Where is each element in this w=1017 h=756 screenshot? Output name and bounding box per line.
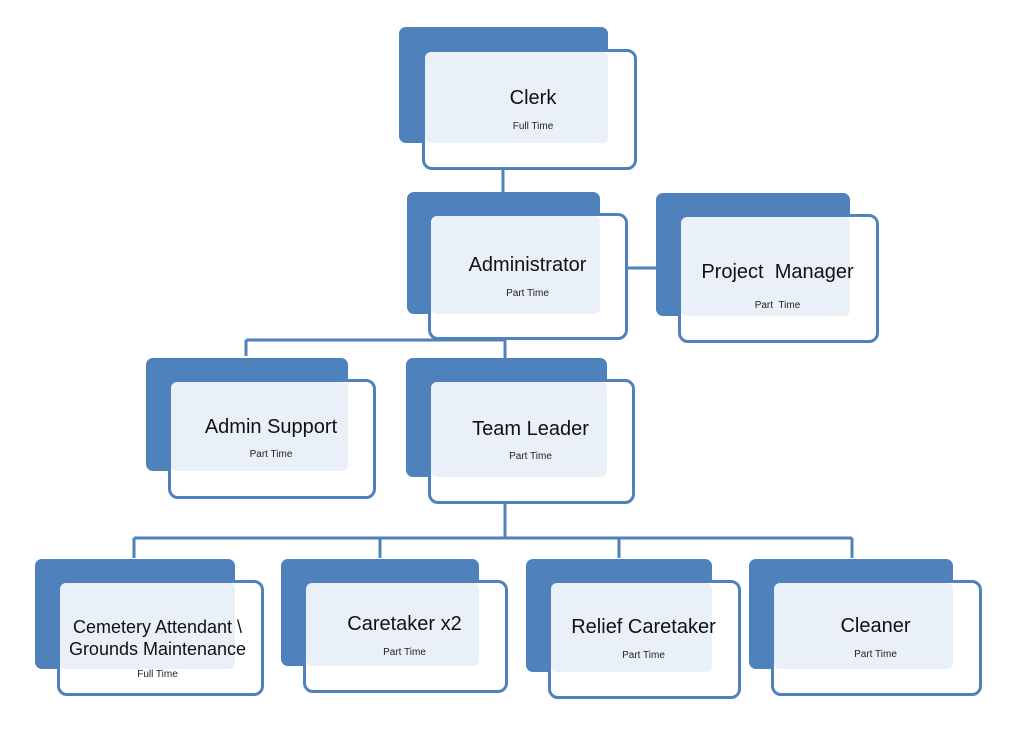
team-leader-hours: Part Time xyxy=(509,451,552,462)
node-clerk: Clerk Full Time xyxy=(399,27,637,170)
caretaker-title: Caretaker x2 xyxy=(347,613,462,635)
admin-support-hours: Part Time xyxy=(249,449,293,460)
relief-caretaker-title: Relief Caretaker xyxy=(571,616,716,638)
administrator-hours: Part Time xyxy=(506,288,549,299)
node-cemetery-attendant: Cemetery Attendant \ Grounds Maintenance… xyxy=(35,559,264,696)
node-project-manager: Project Manager Part Time xyxy=(656,193,879,343)
team-leader-title: Team Leader xyxy=(472,418,589,440)
node-administrator: Administrator Part Time xyxy=(407,192,628,340)
node-relief-caretaker: Relief Caretaker Part Time xyxy=(526,559,741,699)
clerk-hours: Full Time xyxy=(512,121,554,132)
project-manager-hours: Part Time xyxy=(754,300,801,311)
clerk-title: Clerk xyxy=(509,87,557,109)
cleaner-title: Cleaner xyxy=(840,615,911,637)
caretaker-hours: Part Time xyxy=(383,647,426,658)
node-cleaner: Cleaner Part Time xyxy=(749,559,982,696)
project-manager-title: Project Manager xyxy=(701,261,854,283)
cemetery-attendant-title-line1: Cemetery Attendant \ xyxy=(72,617,243,637)
node-team-leader: Team Leader Part Time xyxy=(406,358,635,504)
cleaner-hours: Part Time xyxy=(854,649,897,660)
relief-caretaker-hours: Part Time xyxy=(622,650,665,661)
administrator-title: Administrator xyxy=(468,254,587,276)
cemetery-attendant-title-line2: Grounds Maintenance xyxy=(68,639,247,659)
admin-support-title: Admin Support xyxy=(204,416,338,438)
cemetery-attendant-hours: Full Time xyxy=(137,669,178,680)
node-caretaker: Caretaker x2 Part Time xyxy=(281,559,508,693)
node-admin-support: Admin Support Part Time xyxy=(146,358,376,499)
